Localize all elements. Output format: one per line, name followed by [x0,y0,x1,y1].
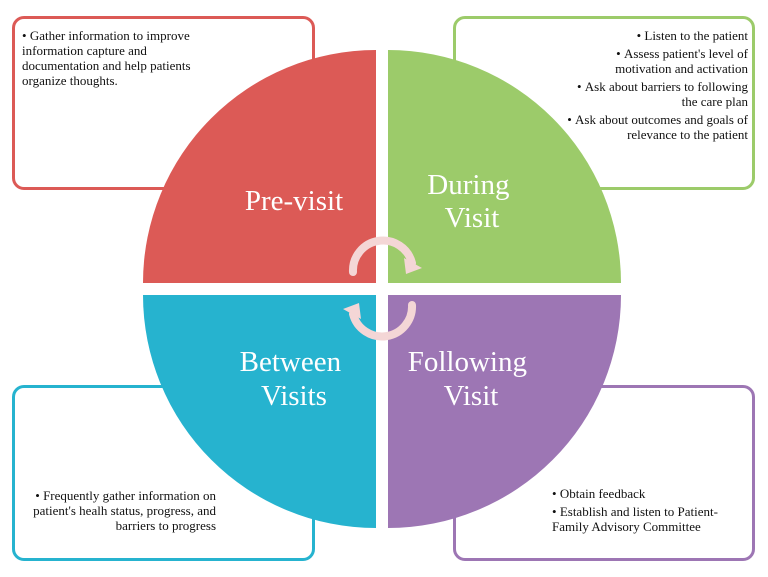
title-line: Visit [445,202,500,234]
bullet-item: Frequently gather information on patient… [30,488,216,533]
bullet-item: Obtain feedback [552,486,742,501]
following-visit-bullets: Obtain feedback Establish and listen to … [552,486,742,537]
bullet-item: Listen to the patient [560,28,748,43]
cycle-arrows-icon [343,236,422,341]
between-visits-title: Between Visits [240,346,349,412]
during-visit-bullets: Listen to the patient Assess patient's l… [560,28,748,145]
following-visit-quadrant [388,295,621,528]
bullet-item: Ask about outcomes and goals of relevanc… [560,112,748,142]
title-line: Visit [444,380,499,412]
title-line: Pre-visit [245,185,343,217]
bullet-item: Establish and listen to Patient-Family A… [552,504,742,534]
following-visit-title: Following Visit [408,346,535,412]
pre-visit-title: Pre-visit [245,185,343,217]
pre-visit-quadrant [143,50,376,283]
bullet-item: Assess patient's level of motivation and… [560,46,748,76]
bullet-item: Ask about barriers to following the care… [560,79,748,109]
title-line: Following [408,346,527,378]
title-line: Between [240,346,342,378]
between-visits-bullets: Frequently gather information on patient… [30,488,216,536]
title-line: Visits [261,380,327,412]
title-line: During [427,169,509,201]
during-visit-title: During Visit [427,169,516,234]
between-visits-quadrant [143,295,376,528]
during-visit-quadrant [388,50,621,283]
bullet-item: Gather information to improve informatio… [22,28,222,88]
pre-visit-bullets: Gather information to improve informatio… [22,28,222,91]
